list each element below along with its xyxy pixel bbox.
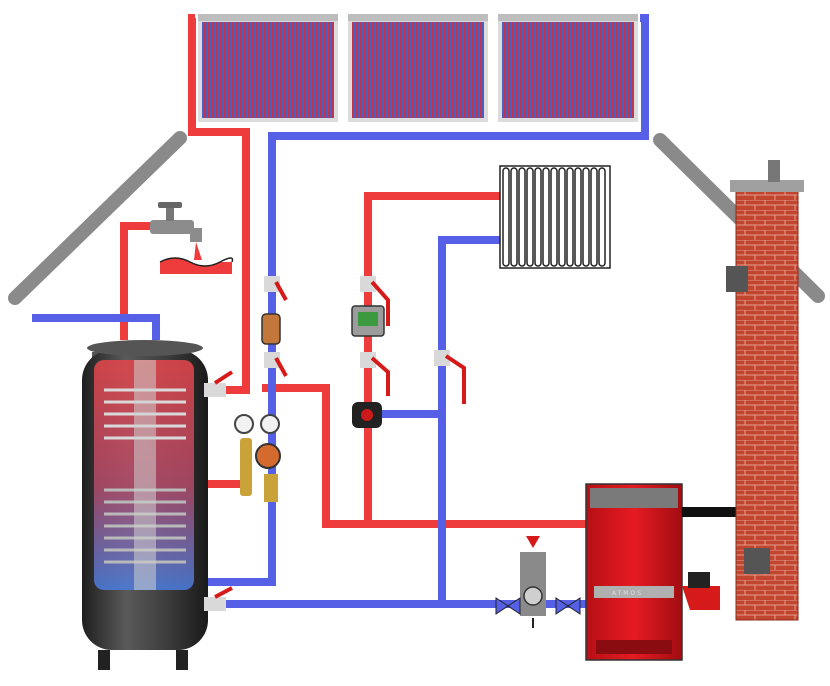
boiler-icon: ATMOS [585, 483, 720, 661]
circulation-pump-icon [351, 305, 385, 337]
radiator-fin [582, 167, 590, 267]
radiator-fin [598, 167, 606, 267]
solar-collector-icon [498, 14, 638, 122]
solar-hot-pipe [188, 14, 250, 394]
solar-collector-icon [348, 14, 488, 122]
ball-valves [204, 276, 466, 611]
radiator-fin [558, 167, 566, 267]
faucet-icon [150, 202, 234, 274]
solar-return-pipe [206, 14, 649, 586]
roof-left-slope [8, 131, 187, 305]
coil-hot-link [206, 460, 249, 488]
radiator-fin [574, 167, 582, 267]
chimney-icon [726, 160, 804, 621]
pump-group-icon [495, 536, 581, 628]
solar-collector-icon [198, 14, 338, 122]
cold-pipes [32, 14, 649, 608]
radiator-icon [499, 165, 611, 269]
ball-valve-icon [360, 276, 390, 326]
storage-tank-icon [82, 340, 208, 670]
cold-inlet-pipe [32, 314, 160, 340]
ball-valve-icon [264, 276, 288, 301]
boiler-brand-label: ATMOS [612, 590, 643, 597]
radiator-fin [510, 167, 518, 267]
boiler-flow-pipe [262, 384, 586, 528]
ball-valve-icon [204, 586, 233, 611]
radiator-fin [518, 167, 526, 267]
radiator-fin [502, 167, 510, 267]
ball-valve-icon [434, 350, 466, 404]
ball-valve-icon [204, 370, 234, 397]
ball-valve-icon [360, 352, 390, 396]
radiator-return-pipe [206, 236, 500, 608]
radiator-fin [534, 167, 542, 267]
roof [8, 131, 825, 305]
radiator-fin [542, 167, 550, 267]
solar-collector-array [198, 14, 638, 122]
radiator-fin [526, 167, 534, 267]
radiator-fin [550, 167, 558, 267]
pellet-burner [682, 572, 720, 610]
radiator-fin [590, 167, 598, 267]
pump-station-icon [234, 313, 281, 502]
tap-hot-pipe [120, 222, 152, 340]
radiator-fin [566, 167, 574, 267]
mixing-valve-icon [352, 402, 382, 428]
ball-valve-icon [264, 352, 288, 377]
